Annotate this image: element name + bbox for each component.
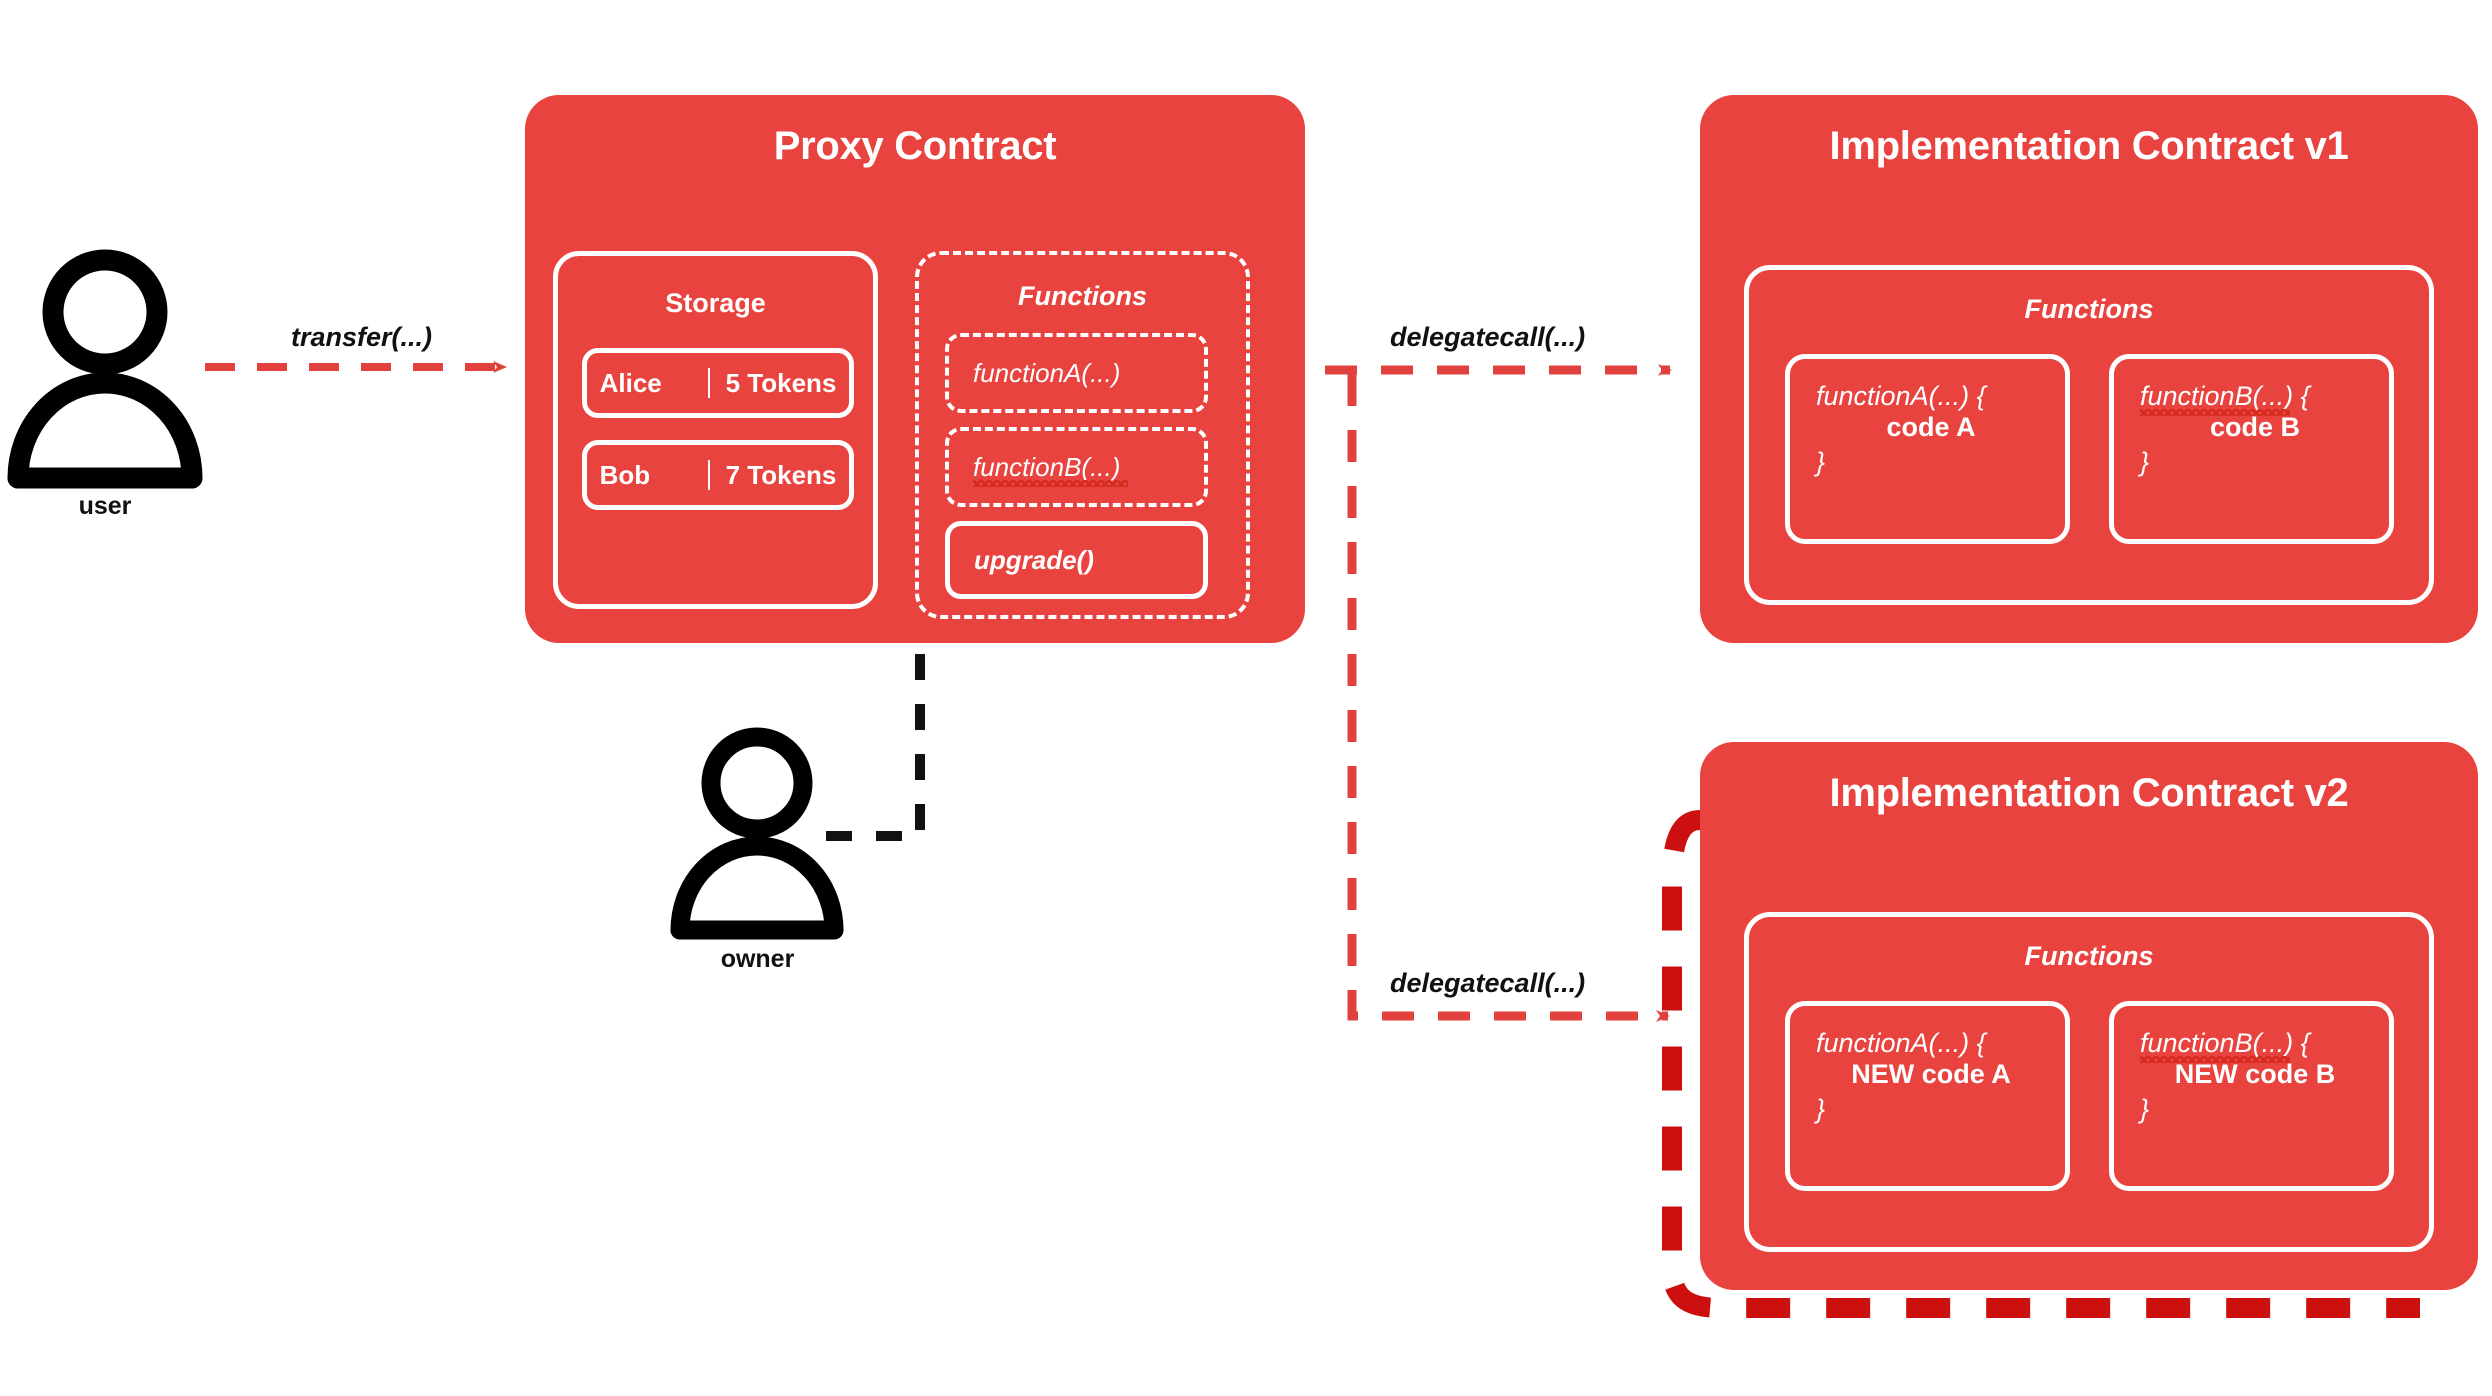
impl-v1-functions-title: Functions <box>2024 294 2154 324</box>
impl-v1-functions-panel[interactable]: Functions functionA(...) { code A } func… <box>1744 265 2434 605</box>
impl-v2-card[interactable]: Implementation Contract v2 Functions fun… <box>1700 742 2478 1290</box>
storage-separator <box>707 368 710 398</box>
edge-label-delegatecall-v2: delegatecall(...) <box>1390 968 1586 998</box>
impl-v1-functionb-close: } <box>2140 447 2150 477</box>
proxy-contract-card[interactable]: Proxy Contract Storage Alice 5 Tokens Bo… <box>525 95 1305 643</box>
proxy-storage-title: Storage <box>665 288 766 318</box>
proxy-contract-title: Proxy Contract <box>773 124 1057 168</box>
proxy-function-label: functionA(...) <box>973 357 1121 388</box>
impl-v1-functiona-close: } <box>1816 447 1826 477</box>
edge-delegatecall-v2 <box>1347 374 1707 1031</box>
impl-v2-functiona-box[interactable]: functionA(...) { NEW code A } <box>1785 1001 2070 1191</box>
proxy-functions-panel[interactable]: Functions functionA(...) functionB(...) … <box>915 251 1250 619</box>
storage-row[interactable]: Bob 7 Tokens <box>582 440 854 510</box>
user-icon <box>7 249 203 489</box>
owner-icon <box>670 727 844 940</box>
impl-v2-functionb-close: } <box>2140 1094 2150 1124</box>
impl-v2-functiona-body: NEW code A <box>1851 1059 2011 1089</box>
edge-label-transfer: transfer(...) <box>291 322 433 352</box>
spellcheck-squiggle-icon <box>2140 409 2290 416</box>
impl-v2-functiona-close: } <box>1816 1094 1826 1124</box>
impl-v2-functiona-signature: functionA(...) { <box>1816 1028 1986 1058</box>
impl-v2-functionb-box[interactable]: functionB(...) { NEW code B } <box>2109 1001 2394 1191</box>
actor-label-owner: owner <box>720 945 795 973</box>
proxy-function-upgrade[interactable]: upgrade() <box>945 521 1208 599</box>
impl-v1-functionb-box[interactable]: functionB(...) { code B } <box>2109 354 2394 544</box>
impl-v1-functiona-box[interactable]: functionA(...) { code A } <box>1785 354 2070 544</box>
impl-v2-functions-panel[interactable]: Functions functionA(...) { NEW code A } … <box>1744 912 2434 1252</box>
impl-v1-title: Implementation Contract v1 <box>1829 124 2349 168</box>
proxy-functions-title: Functions <box>1018 281 1147 311</box>
proxy-function-functiona[interactable]: functionA(...) <box>945 333 1208 413</box>
storage-separator <box>707 460 710 490</box>
impl-v2-functions-title: Functions <box>2024 941 2154 971</box>
impl-v2-title: Implementation Contract v2 <box>1829 771 2349 815</box>
edge-label-delegatecall-v1: delegatecall(...) <box>1390 322 1586 352</box>
proxy-function-functionb[interactable]: functionB(...) <box>945 427 1208 507</box>
impl-v1-functionb-body: code B <box>2209 412 2301 442</box>
proxy-function-label: upgrade() <box>974 544 1094 575</box>
storage-entry-value: 7 Tokens <box>725 459 837 490</box>
impl-v2-functionb-body: NEW code B <box>2174 1059 2336 1089</box>
impl-v1-card[interactable]: Implementation Contract v1 Functions fun… <box>1700 95 2478 643</box>
storage-entry-value: 5 Tokens <box>725 367 837 398</box>
actor-label-user: user <box>78 492 132 520</box>
impl-v1-functiona-signature: functionA(...) { <box>1816 381 1986 411</box>
impl-v2-highlight-border <box>1662 810 2420 1318</box>
impl-v2-functionb-signature: functionB(...) { <box>2140 1028 2310 1063</box>
impl-v1-functionb-signature: functionB(...) { <box>2140 381 2310 416</box>
spellcheck-squiggle-icon <box>973 479 1128 487</box>
storage-entry-name: Bob <box>599 459 651 490</box>
proxy-storage-panel[interactable]: Storage Alice 5 Tokens Bob 7 Tokens <box>553 251 878 609</box>
proxy-function-label: functionB(...) <box>973 452 1128 487</box>
spellcheck-squiggle-icon <box>2140 1056 2290 1063</box>
impl-v1-functiona-body: code A <box>1886 412 1976 442</box>
storage-entry-name: Alice <box>599 367 662 398</box>
storage-row[interactable]: Alice 5 Tokens <box>582 348 854 418</box>
